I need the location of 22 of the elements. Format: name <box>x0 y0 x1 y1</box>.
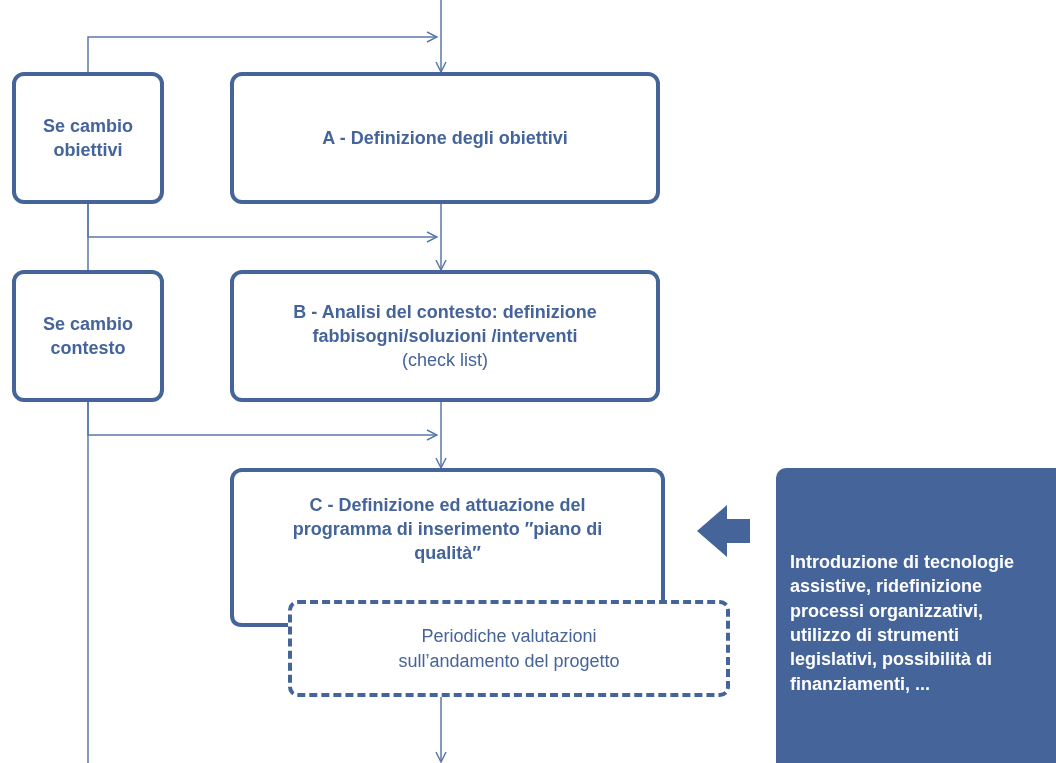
info-panel <box>776 468 1056 763</box>
condition-box <box>12 270 164 402</box>
connector-line <box>87 203 89 271</box>
note-text: Introduzione di tecnologie assistive, ridefinizione processi organizzativi, utilizzo di strumenti legislativi, possibilità di finanziamenti, ... <box>790 551 1015 696</box>
arrow <box>435 696 447 763</box>
node-label: B - Analisi del contesto: definizione fabbisogni/soluzioni /interventi (check list) <box>292 300 598 373</box>
process-box <box>230 270 660 402</box>
node-label: Se cambio obiettivi <box>41 114 134 162</box>
node-label: Periodiche valutazioni sull’andamento del progetto <box>397 625 621 673</box>
node-label: A - Definizione degli obiettivi <box>322 126 568 150</box>
node-label: Se cambio contesto <box>41 312 134 360</box>
connector-line <box>87 401 89 763</box>
evaluation-box <box>288 600 730 697</box>
process-box <box>230 468 665 600</box>
process-box <box>230 72 660 204</box>
arrow <box>435 401 447 469</box>
block-arrow <box>697 505 750 557</box>
arrow <box>435 0 447 73</box>
arrow <box>435 203 447 271</box>
node-label: C - Definizione ed attuazione del programma di inserimento ″piano di qualità″ <box>291 493 604 566</box>
arrow <box>87 31 438 73</box>
condition-box <box>12 72 164 204</box>
